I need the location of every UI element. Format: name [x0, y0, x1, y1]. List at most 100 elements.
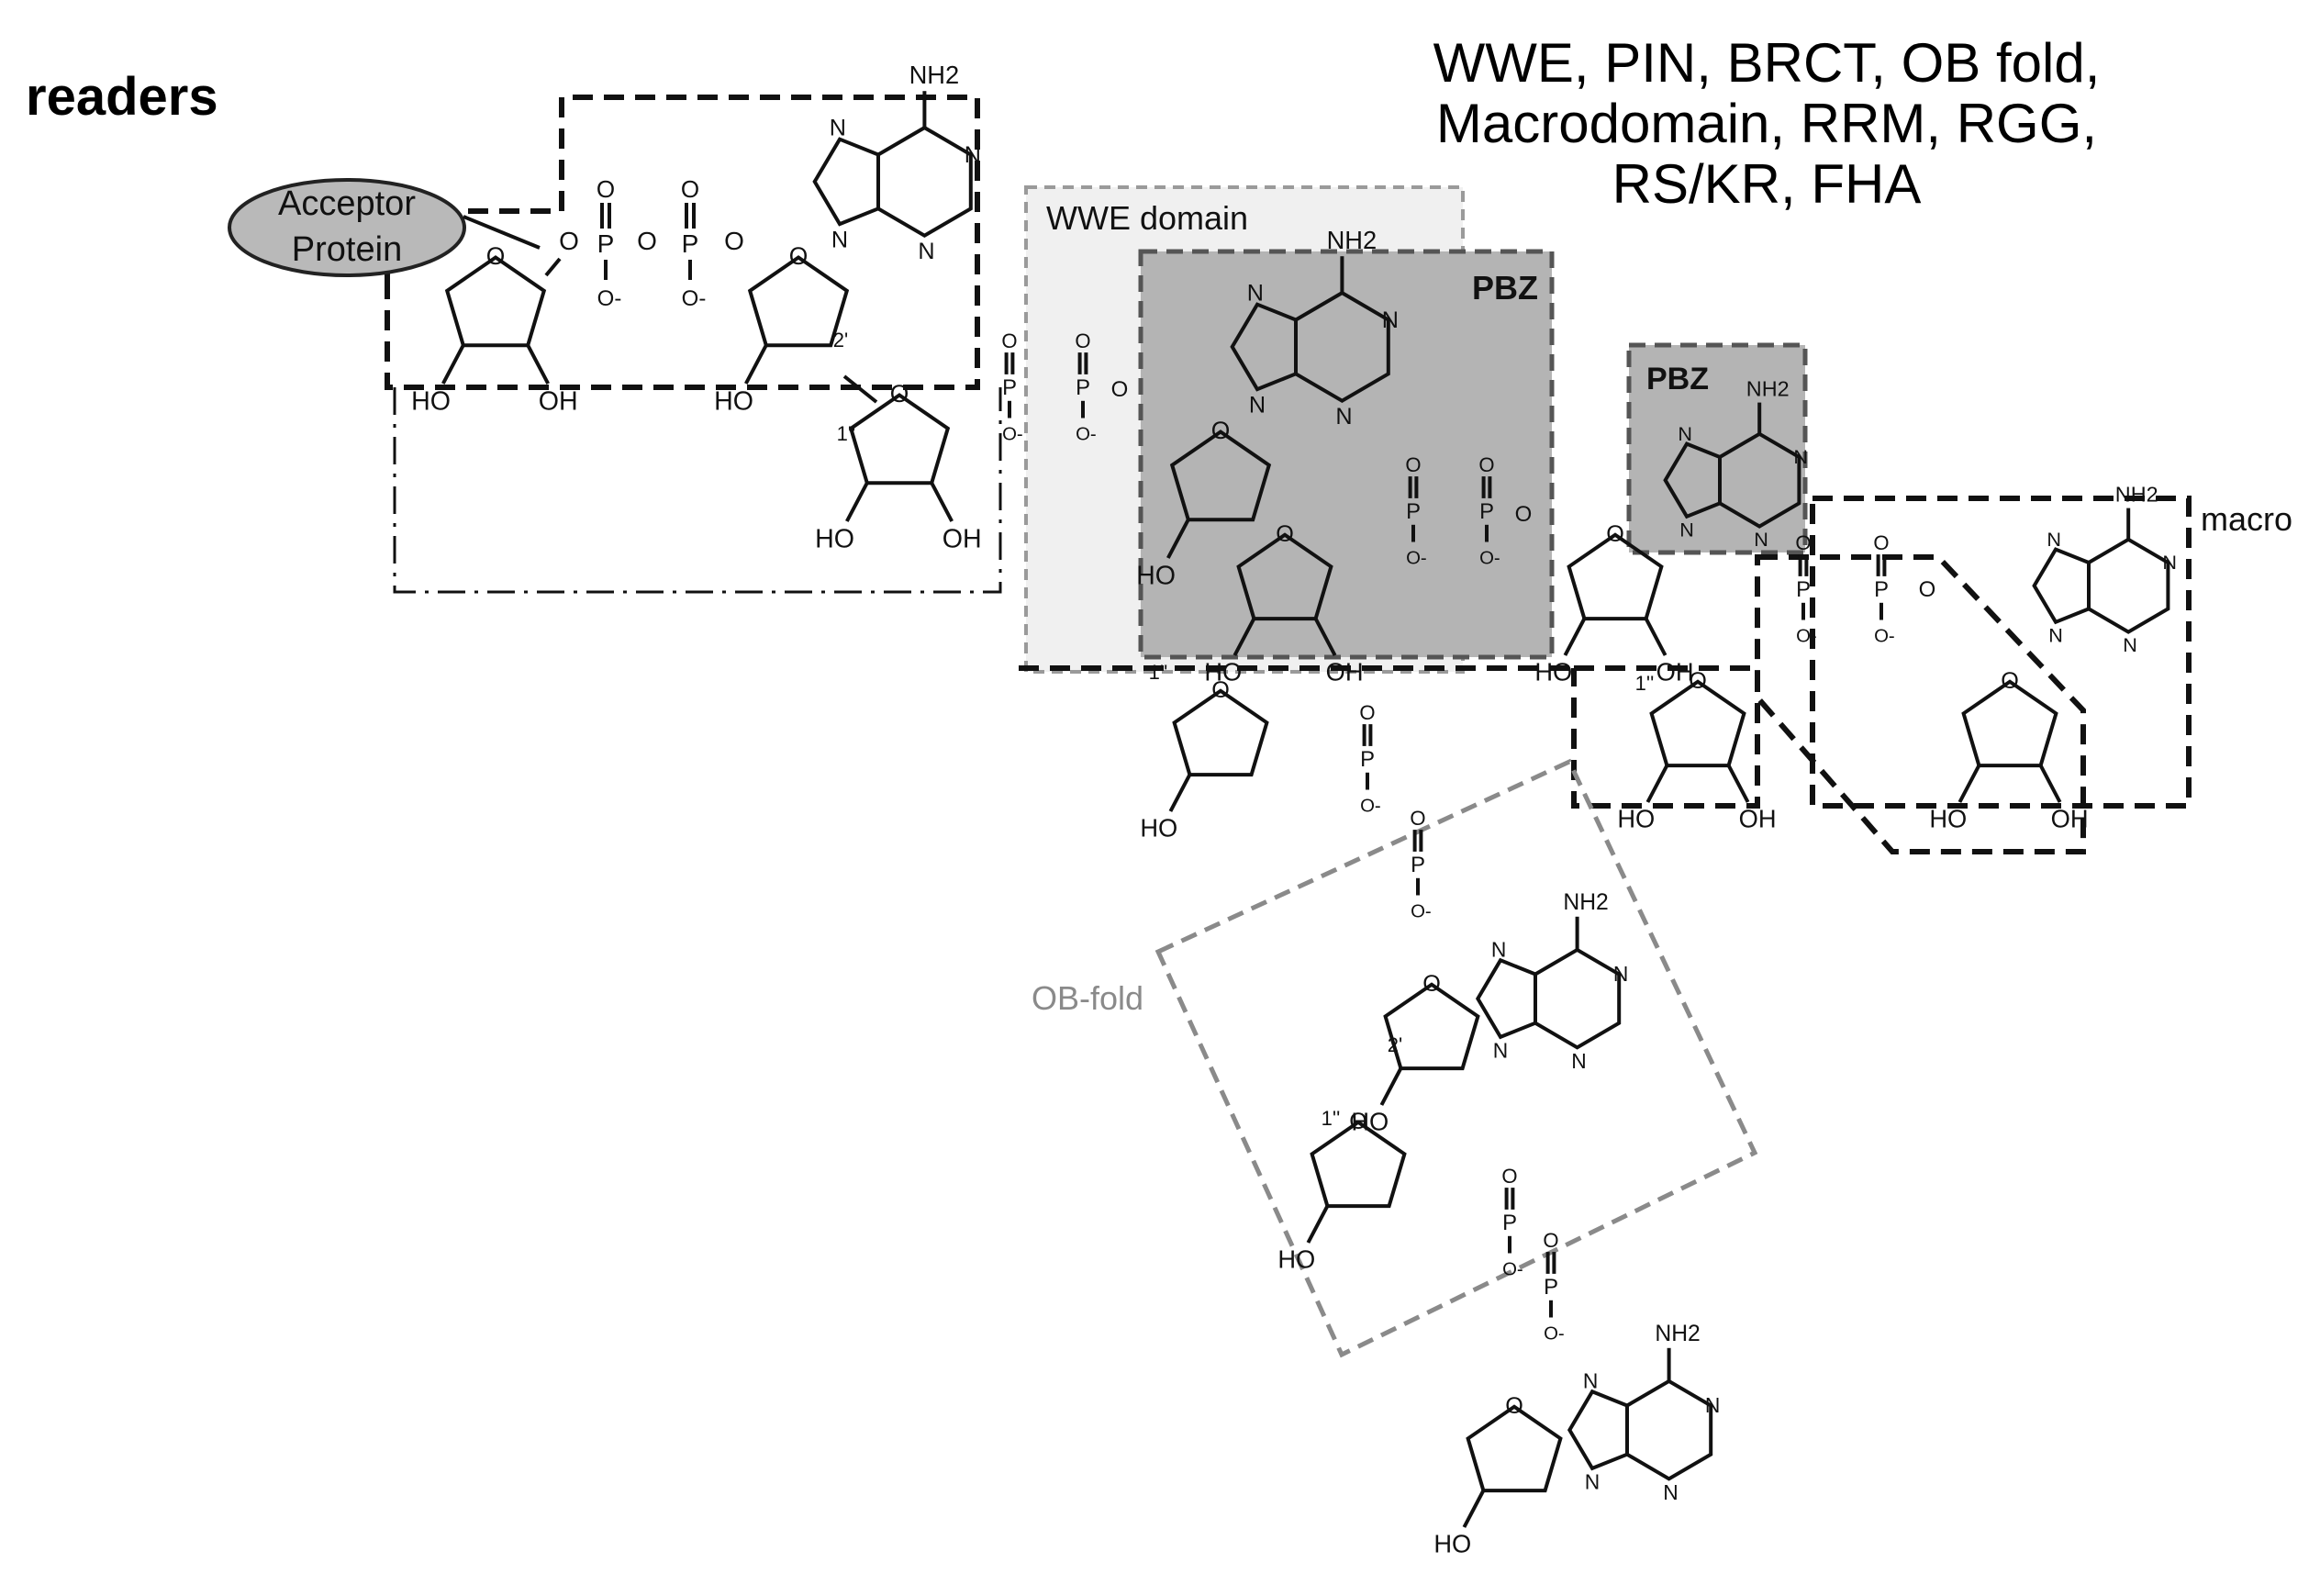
hydroxyl-label: HO	[1617, 804, 1655, 832]
hydroxyl-label: HO	[1433, 1529, 1471, 1557]
reader-domains-list: WWE, PIN, BRCT, OB fold, Macrodomain, RR…	[1285, 33, 2248, 215]
acceptor-protein	[228, 178, 466, 277]
adenine-five-ring	[2032, 547, 2091, 625]
ribose-ring	[1383, 982, 1480, 1071]
prime-label: 1''	[1635, 672, 1655, 695]
phosphorus-label: P	[1360, 747, 1375, 772]
oxygen-label: O	[1478, 453, 1494, 476]
hydroxyl-label: OH	[942, 525, 982, 554]
pbz-label-main: PBZ	[1472, 269, 1538, 307]
amine-label: NH2	[1746, 376, 1790, 400]
ribose-ring	[1466, 1404, 1563, 1493]
bond	[1313, 618, 1337, 656]
bond	[1644, 618, 1668, 656]
nitrogen-label: N	[1382, 307, 1399, 333]
bond	[526, 344, 550, 385]
prime-label: 1''	[1322, 1107, 1341, 1130]
hydroxyl-label: HO	[815, 525, 854, 554]
ribose-ring	[444, 255, 547, 348]
nitrogen-label: N	[1678, 422, 1692, 445]
nitrogen-label: N	[2048, 623, 2063, 646]
nitrogen-label: N	[1335, 404, 1352, 430]
wwe-domain-label: WWE domain	[1046, 199, 1248, 237]
adenine-six-ring	[1534, 947, 1622, 1050]
oxygen-label: O	[1873, 531, 1889, 554]
ring-oxygen-label: O	[789, 242, 809, 270]
oxygen-label: O	[1359, 701, 1375, 724]
ribose-ring	[747, 255, 850, 348]
nitrogen-label: N	[1585, 1470, 1600, 1494]
ob-fold-label: OB-fold	[1032, 979, 1143, 1017]
nitrogen-label: N	[1247, 281, 1264, 307]
adenine-six-ring	[2087, 537, 2170, 634]
bond	[441, 344, 465, 385]
bond	[842, 374, 878, 404]
ribose-ring	[1961, 679, 2058, 768]
amine-label: NH2	[1327, 226, 1378, 254]
bond	[1462, 1490, 1486, 1528]
adenine-five-ring	[1475, 957, 1537, 1040]
nitrogen-label: N	[918, 239, 934, 264]
hydroxyl-label: HO	[714, 387, 753, 417]
nitrogen-label: N	[831, 227, 848, 252]
domains-line-2: Macrodomain, RRM, RGG,	[1435, 93, 2098, 154]
phosphorus-label: P	[682, 229, 699, 258]
macro-hex-box	[1755, 554, 2086, 854]
pbz-box-main	[1138, 249, 1555, 660]
bond	[1306, 1205, 1330, 1244]
oxygen-minus-label: O-	[597, 286, 622, 311]
ring-oxygen-label: O	[1505, 1393, 1523, 1419]
oxygen-label: O	[1405, 453, 1421, 476]
nitrogen-label: N	[1705, 1393, 1720, 1417]
ribose-ring	[1567, 532, 1664, 621]
amine-label: NH2	[1655, 1322, 1700, 1346]
phosphorus-label: P	[1502, 1211, 1517, 1235]
ring-oxygen-label: O	[1276, 521, 1294, 547]
oxygen-minus-label: O-	[1002, 424, 1023, 444]
nitrogen-label: N	[1793, 445, 1808, 468]
oxygen-minus-label: O-	[1076, 424, 1097, 444]
oxygen-minus-label: O-	[1874, 626, 1895, 646]
ob-fold-box	[1154, 758, 1758, 1358]
prime-label: 1''	[837, 422, 856, 445]
acceptor-bond	[463, 215, 541, 250]
ribose-dashdot-box	[393, 387, 1002, 594]
oxygen-label: O	[1795, 531, 1811, 554]
amine-label: NH2	[2115, 482, 2158, 506]
hydroxyl-label: HO	[411, 387, 451, 417]
oxygen-label: O	[637, 227, 657, 255]
nitrogen-label: N	[1663, 1480, 1678, 1504]
oxygen-minus-label: O-	[1544, 1323, 1565, 1344]
bond	[1645, 765, 1669, 803]
bond	[544, 257, 562, 277]
oxygen-minus-label: O-	[1360, 796, 1381, 816]
bond	[1166, 519, 1190, 559]
hydroxyl-label: OH	[1326, 657, 1364, 686]
adenine-five-ring	[1567, 1389, 1629, 1471]
ring-oxygen-label: O	[1689, 668, 1707, 694]
oxygen-minus-label: O-	[682, 286, 707, 311]
oxygen-minus-label: O-	[1479, 548, 1500, 568]
readers-title: readers	[26, 67, 218, 127]
ribose-ring	[1236, 532, 1333, 621]
nitrogen-label: N	[1583, 1369, 1598, 1393]
phosphorus-label: P	[1002, 375, 1017, 400]
phosphorus-label: P	[1479, 499, 1494, 524]
oxygen-label: O	[681, 175, 699, 203]
nitrogen-label: N	[1613, 962, 1628, 986]
pbz-box-small	[1626, 342, 1808, 555]
phosphorus-label: P	[1796, 577, 1811, 602]
nitrogen-label: N	[1571, 1049, 1586, 1073]
nitrogen-label: N	[830, 116, 846, 141]
oxygen-label: O	[1543, 1229, 1558, 1252]
oxygen-label: O	[559, 227, 579, 255]
bond	[1168, 774, 1192, 812]
hydroxyl-label: HO	[1204, 657, 1242, 686]
bond	[744, 344, 768, 385]
hydroxyl-label: OH	[1739, 804, 1777, 832]
oxygen-label: O	[1919, 577, 1936, 602]
ring-oxygen-label: O	[890, 380, 909, 407]
pbz-label-small: PBZ	[1646, 362, 1709, 396]
ring-oxygen-label: O	[486, 242, 506, 270]
